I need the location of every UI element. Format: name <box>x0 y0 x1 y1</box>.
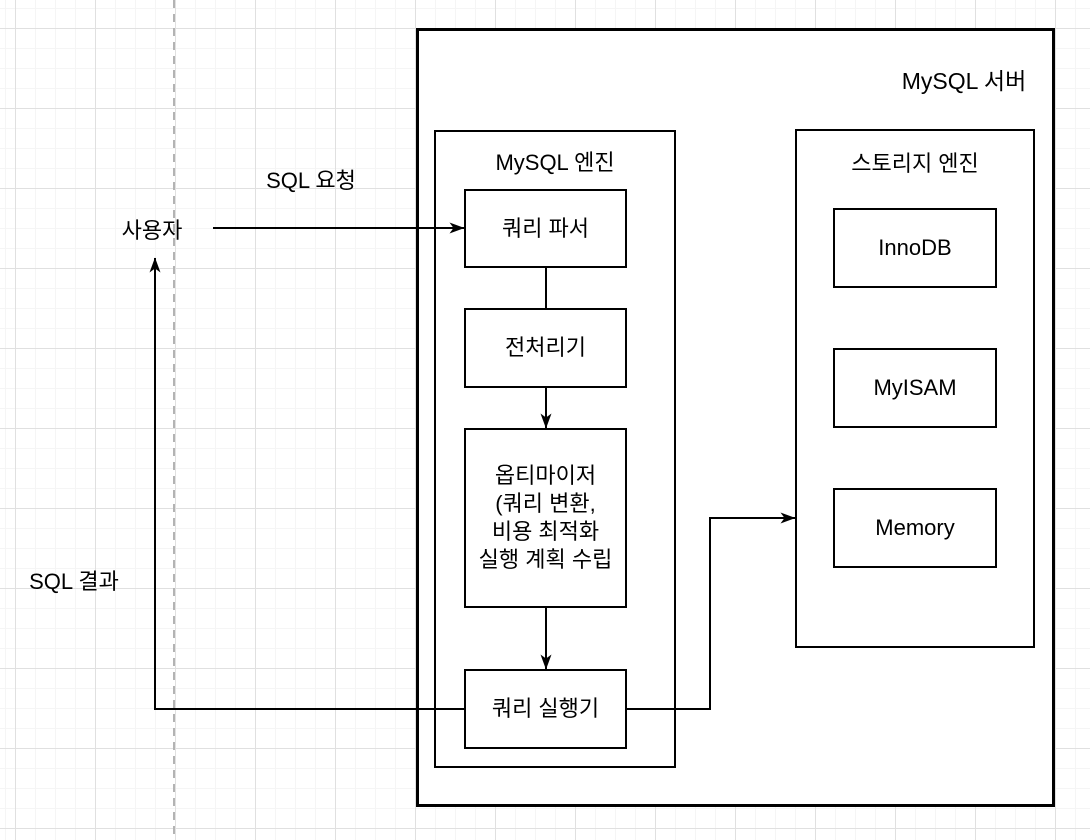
query-parser-label: 쿼리 파서 <box>501 215 590 241</box>
memory-node: Memory <box>833 488 997 568</box>
innodb-node: InnoDB <box>833 208 997 288</box>
optimizer-label: 옵티마이저 (쿼리 변환, 비용 최적화 실행 계획 수립 <box>478 463 613 572</box>
query-executor-label: 쿼리 실행기 <box>491 696 600 722</box>
query-parser-node: 쿼리 파서 <box>464 189 627 268</box>
memory-label: Memory <box>875 515 955 541</box>
mysql-server-title: MySQL 서버 <box>901 68 1027 94</box>
preprocessor-label: 전처리기 <box>505 335 586 361</box>
user-label: 사용자 <box>121 218 183 243</box>
sql-request-label: SQL 요청 <box>266 168 356 193</box>
myisam-node: MyISAM <box>833 348 997 428</box>
preprocessor-node: 전처리기 <box>464 308 627 388</box>
myisam-label: MyISAM <box>873 375 957 401</box>
query-executor-node: 쿼리 실행기 <box>464 669 627 749</box>
sql-result-label: SQL 결과 <box>29 569 119 594</box>
optimizer-node: 옵티마이저 (쿼리 변환, 비용 최적화 실행 계획 수립 <box>464 428 627 608</box>
mysql-engine-title: MySQL 엔진 <box>495 150 615 175</box>
innodb-label: InnoDB <box>878 235 952 261</box>
storage-engine-title: 스토리지 엔진 <box>851 151 979 176</box>
